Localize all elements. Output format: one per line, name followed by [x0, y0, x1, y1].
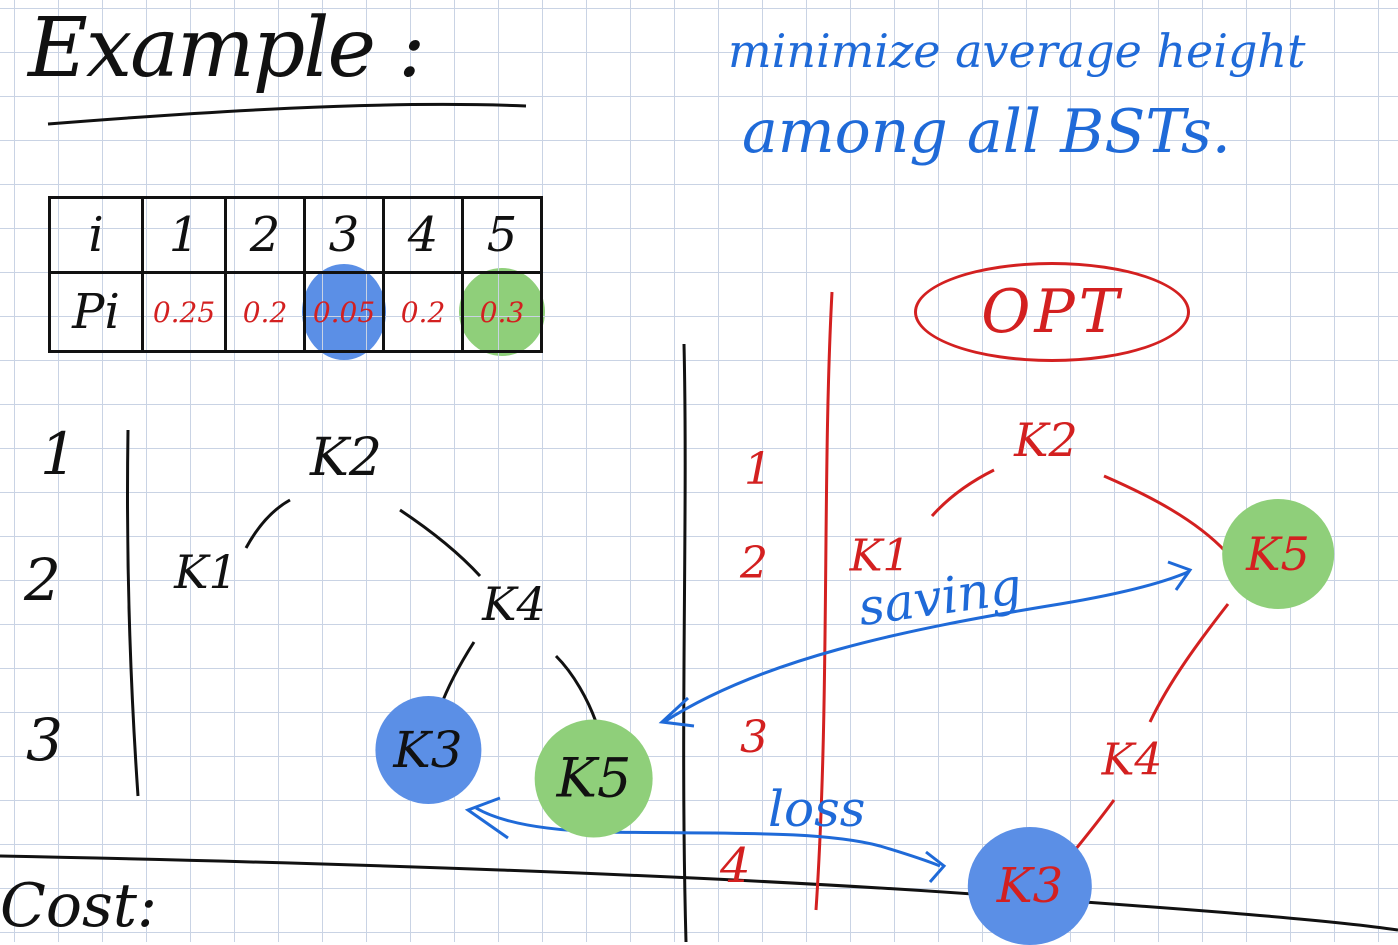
right-level-3: 3 — [740, 712, 768, 763]
left-node-k3: K3 — [374, 696, 481, 804]
table-header-row: i 1 2 3 4 5 — [48, 196, 543, 274]
edge-k2-k1-right — [930, 468, 995, 517]
note-line-2: among all BSTs. — [742, 97, 1231, 167]
prob-cell-5: 0.3 — [459, 268, 545, 356]
left-node-k4: K4 — [482, 577, 546, 631]
table-probability-row: Pi 0.25 0.2 0.05 0.2 0.3 — [48, 264, 545, 360]
prob-cell-1: 0.25 — [141, 271, 227, 353]
cost-label: Cost: — [0, 871, 158, 941]
right-node-k1: K1 — [849, 530, 911, 582]
row-label-pi: Pi — [48, 271, 144, 353]
index-cell-4: 4 — [382, 196, 464, 274]
edge-k4-k5-left — [554, 654, 598, 723]
prob-cell-3: 0.05 — [302, 264, 386, 360]
index-cell-1: 1 — [141, 196, 227, 274]
edge-k2-k1-left — [244, 498, 291, 549]
loss-arrowhead-right — [925, 850, 947, 883]
opt-label: OPT — [914, 262, 1190, 362]
bottom-divider — [0, 854, 1398, 932]
right-level-axis — [814, 291, 834, 911]
left-node-k1: K1 — [174, 545, 238, 599]
right-node-k2: K2 — [1014, 413, 1078, 467]
right-level-1: 1 — [744, 444, 772, 495]
right-level-2: 2 — [740, 538, 768, 589]
edge-k5-k4-right — [1148, 603, 1230, 723]
middle-divider — [682, 343, 688, 942]
prob-cell-4: 0.2 — [382, 271, 464, 353]
prob-value-5: 0.3 — [479, 295, 525, 329]
prob-value-1: 0.25 — [152, 295, 216, 329]
right-node-k5: K5 — [1221, 499, 1334, 609]
index-cell-2: 2 — [224, 196, 306, 274]
saving-arrow — [663, 570, 1189, 724]
loss-annotation: loss — [768, 780, 866, 838]
probability-table: i 1 2 3 4 5 Pi 0.25 0.2 0.05 0.2 0.3 — [48, 196, 545, 360]
index-cell-3: 3 — [303, 196, 385, 274]
loss-arrow — [475, 806, 941, 868]
left-level-axis — [125, 429, 140, 797]
left-level-1: 1 — [40, 420, 77, 488]
note-line-1: minimize average height — [728, 24, 1306, 78]
left-level-3: 3 — [26, 706, 63, 774]
prob-value-3: 0.05 — [312, 295, 376, 329]
left-node-k2: K2 — [310, 428, 382, 488]
prob-value-2: 0.2 — [242, 295, 288, 329]
left-level-2: 2 — [24, 546, 61, 614]
edge-k2-k5-right — [1103, 474, 1228, 554]
right-node-k4: K4 — [1101, 734, 1163, 786]
loss-arrowhead-left — [464, 796, 509, 840]
prob-value-4: 0.2 — [400, 295, 446, 329]
title-underline — [47, 102, 527, 126]
prob-cell-2: 0.2 — [224, 271, 306, 353]
saving-arrowhead-right — [1167, 560, 1193, 591]
saving-arrowhead-left — [658, 696, 695, 728]
right-node-k3: K3 — [968, 827, 1092, 945]
page-title: Example : — [28, 1, 426, 96]
index-cell-5: 5 — [461, 196, 543, 274]
row-label-i: i — [48, 196, 144, 274]
edge-k2-k4-left — [399, 508, 482, 578]
right-level-4: 4 — [720, 838, 751, 894]
left-node-k5: K5 — [534, 719, 653, 837]
